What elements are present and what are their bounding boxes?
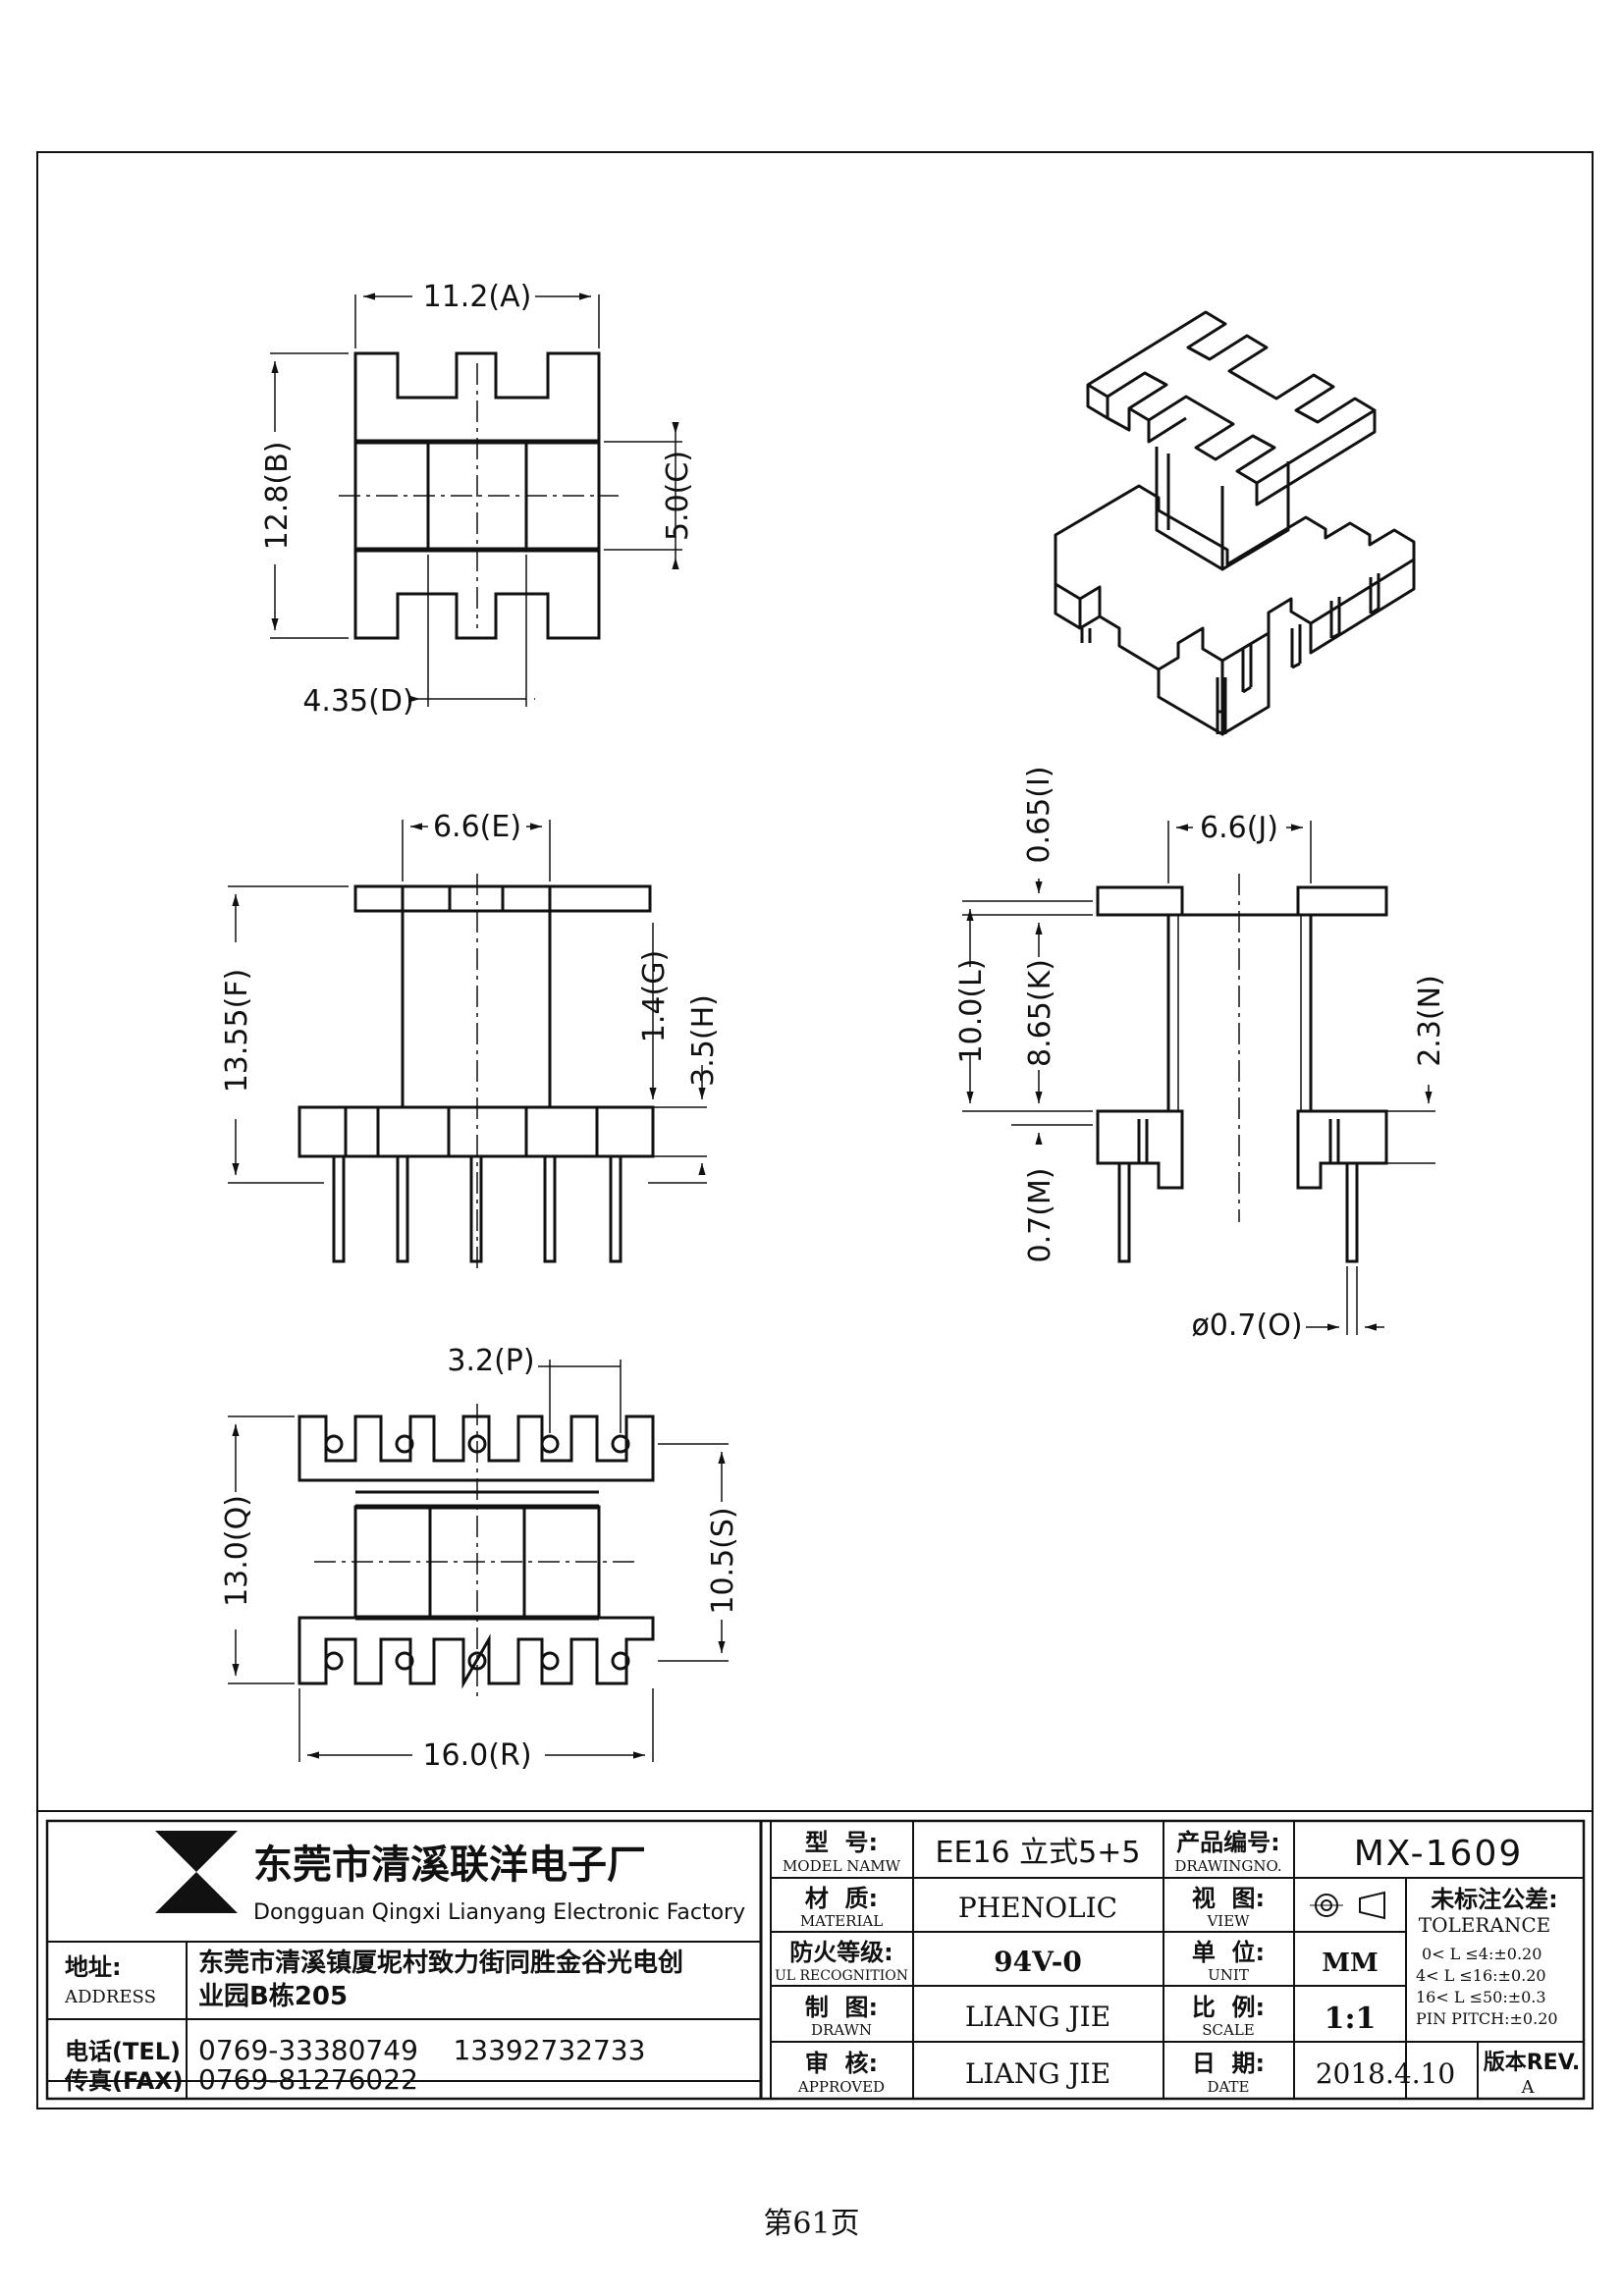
- drawn-value: LIANG JIE: [965, 2001, 1110, 2033]
- dim-f-label: 13.55(F): [220, 969, 254, 1094]
- tel-label: 电话(TEL): [65, 2038, 181, 2065]
- isometric-view: [1054, 310, 1416, 736]
- approved-value: LIANG JIE: [965, 2057, 1110, 2090]
- title-block-grid: [37, 1810, 1593, 2101]
- company-name-cn: 东莞市清溪联洋电子厂: [253, 1842, 646, 1888]
- dim-c-label: 5.0(C): [661, 451, 695, 541]
- dim-n-label: 2.3(N): [1413, 975, 1447, 1067]
- tolerance-label-en: TOLERANCE: [1419, 1913, 1551, 1937]
- model-label-cn: 型 号:: [805, 1829, 878, 1856]
- address-label-cn: 地址:: [65, 1953, 122, 1981]
- scale-value: 1:1: [1325, 2002, 1377, 2036]
- dim-o-label: ø0.7(O): [1191, 1308, 1302, 1343]
- model-label-en: MODEL NAMW: [783, 1857, 901, 1875]
- unit-value: MM: [1322, 1949, 1379, 1978]
- model-value: EE16 立式5+5: [936, 1836, 1141, 1870]
- dim-k-label: 8.65(K): [1023, 959, 1057, 1067]
- address-line-1: 东莞市清溪镇厦坭村致力街同胜金谷光电创: [198, 1948, 683, 1978]
- dim-e-label: 6.6(E): [433, 810, 521, 844]
- unit-label-cn: 单 位:: [1192, 1939, 1265, 1966]
- dim-q-label: 13.0(Q): [220, 1495, 254, 1607]
- scale-label-cn: 比 例:: [1192, 1994, 1265, 2021]
- drawn-label-cn: 制 图:: [805, 1994, 878, 2021]
- side-view-dimensions: [962, 821, 1435, 1335]
- dim-g-label: 1.4(G): [637, 950, 672, 1042]
- dim-h-label: 3.5(H): [686, 994, 721, 1087]
- material-label-en: MATERIAL: [800, 1912, 883, 1930]
- dim-s-label: 10.5(S): [706, 1507, 740, 1614]
- drawing-no-label-cn: 产品编号:: [1176, 1829, 1280, 1856]
- drawing-no-value: MX-1609: [1354, 1834, 1524, 1874]
- dim-b-label: 12.8(B): [260, 442, 295, 551]
- dim-l-label: 10.0(L): [954, 959, 989, 1064]
- revision-value: A: [1521, 2077, 1536, 2098]
- tel-value: 0769-33380749 13392732733: [198, 2034, 645, 2066]
- date-value: 2018.4.10: [1316, 2057, 1456, 2090]
- view-label-cn: 视 图:: [1192, 1885, 1265, 1912]
- bottom-view: [298, 1415, 655, 1689]
- dim-d-label: 4.35(D): [302, 684, 413, 719]
- front-view-dimensions: [228, 820, 707, 1184]
- tolerance-line: PIN PITCH:±0.20: [1416, 2009, 1558, 2028]
- bottom-view-centerlines: [314, 1404, 638, 1698]
- tolerance-label-cn: 未标注公差:: [1431, 1886, 1558, 1913]
- dim-j-label: 6.6(J): [1200, 811, 1278, 845]
- tolerance-line: 16< L ≤50:±0.3: [1416, 1988, 1546, 2006]
- dim-m-label: 0.7(M): [1023, 1167, 1057, 1262]
- top-view-centerlines: [339, 363, 619, 628]
- top-view-dimensions: [270, 293, 682, 707]
- company-logo: [155, 1831, 238, 1913]
- date-label-en: DATE: [1208, 2078, 1250, 2096]
- dim-i-label: 0.65(I): [1022, 766, 1056, 863]
- tolerance-line: 4< L ≤16:±0.20: [1416, 1966, 1546, 1985]
- dim-r-label: 16.0(R): [422, 1738, 531, 1773]
- approved-label-en: APPROVED: [797, 2078, 885, 2096]
- drawing-no-label-en: DRAWINGNO.: [1174, 1857, 1281, 1875]
- ul-value: 94V-0: [994, 1946, 1082, 1978]
- company-name-en: Dongguan Qingxi Lianyang Electronic Fact…: [253, 1900, 745, 1925]
- front-view: [298, 884, 655, 1263]
- unit-label-en: UNIT: [1208, 1966, 1249, 1984]
- projection-symbol-icon: [1310, 1891, 1385, 1920]
- revision-label: 版本REV.: [1484, 2051, 1581, 2075]
- bottom-view-dimensions: [228, 1360, 729, 1762]
- view-label-en: VIEW: [1206, 1912, 1250, 1930]
- tolerance-line: 0< L ≤4:±0.20: [1422, 1945, 1542, 1963]
- page-number: 第61页: [763, 2207, 860, 2241]
- drawn-label-en: DRAWN: [811, 2021, 872, 2039]
- fax-value: 0769-81276022: [198, 2063, 418, 2096]
- date-label-cn: 日 期:: [1192, 2050, 1265, 2077]
- scale-label-en: SCALE: [1202, 2021, 1255, 2039]
- ul-label-cn: 防火等级:: [789, 1939, 893, 1966]
- drawing-frame: [36, 151, 1594, 2109]
- material-value: PHENOLIC: [958, 1892, 1117, 1924]
- dim-a-label: 11.2(A): [423, 280, 532, 314]
- approved-label-cn: 审 核:: [805, 2050, 878, 2077]
- material-label-cn: 材 质:: [805, 1885, 878, 1912]
- ul-label-en: UL RECOGNITION: [775, 1968, 908, 1984]
- address-label-en: ADDRESS: [64, 1987, 156, 2007]
- fax-label: 传真(FAX): [64, 2067, 184, 2095]
- side-view: [1096, 885, 1388, 1263]
- dim-p-label: 3.2(P): [447, 1344, 534, 1378]
- address-line-2: 业园B栋205: [198, 1981, 348, 2011]
